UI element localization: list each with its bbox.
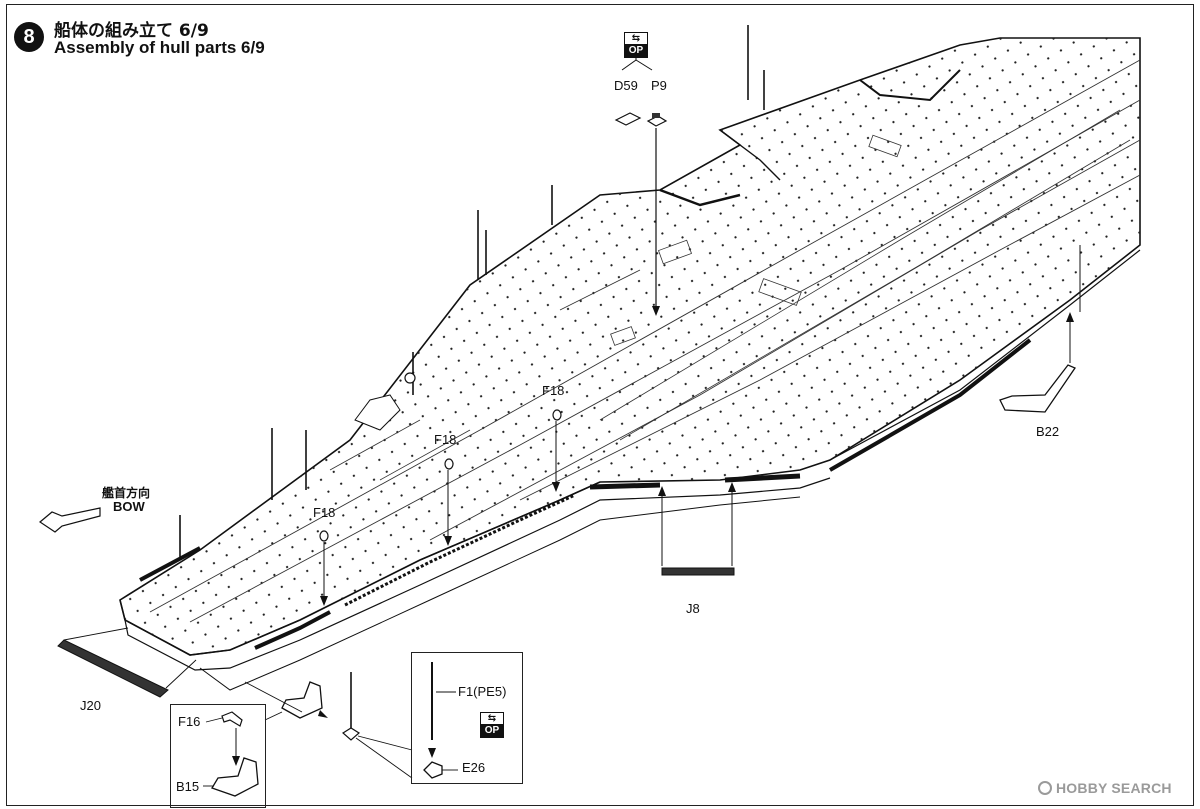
inset-right-pointer-1 xyxy=(357,735,413,751)
catwalk-dark-5 xyxy=(139,546,201,582)
catapult-track-4 xyxy=(519,174,1141,501)
catapult-track-3 xyxy=(429,139,1141,541)
j8-guide-arrow-right xyxy=(728,482,736,492)
catwalk-dark-4 xyxy=(344,493,576,607)
part-f16 xyxy=(221,711,243,727)
inset-right-pointer-2 xyxy=(355,737,413,779)
landing-line-1 xyxy=(599,109,1121,421)
label-f18: F18 xyxy=(542,383,565,398)
b22-guide-arrow xyxy=(1066,312,1074,322)
island-fragment xyxy=(354,394,401,431)
page-border xyxy=(6,4,1194,806)
hatch-1 xyxy=(610,326,636,346)
step-title-en: Assembly of hull parts 6/9 xyxy=(54,38,265,57)
catwalk-dark-1 xyxy=(589,482,661,490)
bow-arrow xyxy=(38,507,101,533)
deck-seam-2 xyxy=(379,429,471,481)
inset-f16-b15 xyxy=(170,704,266,808)
watermark-text: HOBBY SEARCH xyxy=(1056,780,1172,796)
part-j20 xyxy=(57,639,169,698)
landing-line-2 xyxy=(619,139,1131,441)
step-number-badge: 8 xyxy=(14,22,44,52)
part-j8 xyxy=(661,567,735,576)
part-p9-top xyxy=(652,113,660,118)
part-b15 xyxy=(211,757,259,797)
deck-edge-lower xyxy=(124,477,831,671)
p9-guide-arrow xyxy=(652,306,660,316)
part-b22 xyxy=(999,364,1076,413)
sponson-edge xyxy=(829,249,1141,461)
watermark-logo-icon xyxy=(1038,781,1052,795)
bow-direction-label-jp: 艦首方向 xyxy=(102,486,151,500)
b15-guide-line xyxy=(244,681,303,713)
hatch-4 xyxy=(868,134,902,158)
f16-label-line xyxy=(205,717,223,723)
optional-swap-icon: ⇆ xyxy=(631,33,641,44)
f18-parts xyxy=(319,409,562,606)
label-f1: F1(PE5) xyxy=(458,684,507,699)
deck-seam-3 xyxy=(559,269,641,311)
label-f18: F18 xyxy=(313,505,336,520)
label-b22: B22 xyxy=(1036,424,1060,439)
f18-guide-arrow xyxy=(552,482,560,492)
bow-direction-label-en: BOW xyxy=(113,499,145,514)
elevator-cutout-3 xyxy=(659,188,741,207)
j20-guide-line xyxy=(63,627,129,641)
label-j20: J20 xyxy=(80,698,101,713)
elevator-cutout-2 xyxy=(859,69,961,102)
label-b15: B15 xyxy=(176,779,200,794)
catapult-track-2 xyxy=(189,99,1141,623)
part-f18 xyxy=(444,458,454,470)
deck-seam-1 xyxy=(329,419,421,471)
f16-guide-arrow xyxy=(232,756,240,766)
inset-left-pointer-arrow xyxy=(318,710,328,718)
part-f18 xyxy=(319,530,329,542)
optional-part-badge: ⇆ OP xyxy=(480,712,504,738)
flight-deck xyxy=(119,37,1141,691)
label-j8: J8 xyxy=(686,601,700,616)
deck-dot-pattern xyxy=(120,38,1140,655)
part-b15-installed xyxy=(281,681,323,719)
inset-left-pointer xyxy=(264,711,283,721)
deck-edge-front xyxy=(119,481,601,656)
catapult-track-1 xyxy=(149,59,1141,613)
optional-swap-icon: ⇆ xyxy=(487,713,497,724)
label-d59: D59 xyxy=(614,78,638,93)
radar-dish xyxy=(404,372,416,384)
label-e26: E26 xyxy=(462,760,486,775)
part-f18 xyxy=(552,409,562,421)
j20-guide-line-2 xyxy=(165,659,197,689)
catwalk-dark-3 xyxy=(254,610,331,650)
watermark: HOBBY SEARCH xyxy=(1038,780,1172,796)
f18-guide-arrow xyxy=(444,536,452,546)
f1-guide-arrow xyxy=(428,748,436,758)
catwalk-dark-2 xyxy=(724,473,801,483)
inset-f1-e26 xyxy=(411,652,523,784)
j8-guide-arrow-left xyxy=(658,486,666,496)
starboard-edge-dark xyxy=(829,338,1032,472)
part-d59 xyxy=(614,112,642,126)
part-e26-installed xyxy=(341,727,361,741)
optional-part-badge: ⇆ OP xyxy=(624,32,648,58)
f18-guide-arrow xyxy=(320,596,328,606)
hatch-2 xyxy=(657,239,693,265)
label-f16: F16 xyxy=(178,714,201,729)
elevator-cutout-1 xyxy=(719,129,781,181)
step-title-jp: 船体の組み立て 6/9 xyxy=(54,21,209,41)
label-p9: P9 xyxy=(651,78,667,93)
hull-side xyxy=(199,496,801,691)
label-f18: F18 xyxy=(434,432,457,447)
hatch-3 xyxy=(758,278,802,306)
